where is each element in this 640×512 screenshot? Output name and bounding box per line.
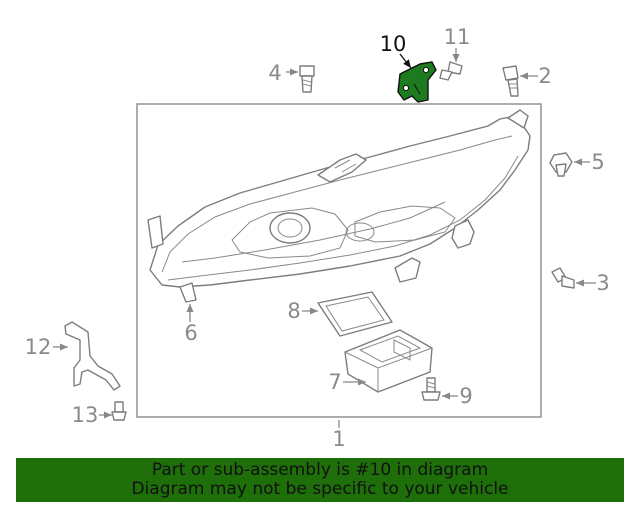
part-5-nut: [549, 152, 573, 177]
part-4-bolt: [299, 65, 315, 93]
leader-lines: [53, 48, 596, 428]
part-10-bracket-highlighted: [397, 61, 437, 103]
part-11-bolt: [439, 61, 463, 81]
part-8-gasket: [317, 291, 393, 337]
part-3-bolt: [551, 267, 575, 289]
part-12-bracket: [64, 321, 121, 391]
callout-11: 11: [444, 25, 471, 49]
callout-3: 3: [596, 271, 609, 295]
callout-13: 13: [72, 403, 99, 427]
part-7-module: [344, 329, 433, 393]
part-2-bolt: [502, 65, 519, 97]
part-9-bolt: [421, 377, 441, 401]
callout-7: 7: [328, 370, 341, 394]
callout-2: 2: [538, 64, 551, 88]
callout-12: 12: [25, 335, 52, 359]
callout-1: 1: [332, 427, 345, 451]
assembly-frame: [136, 103, 542, 418]
part-13-bolt: [111, 401, 127, 421]
callout-8: 8: [287, 299, 300, 323]
callout-5: 5: [591, 150, 604, 174]
callout-4: 4: [268, 61, 281, 85]
callout-6: 6: [184, 321, 197, 345]
banner-line-2: Diagram may not be specific to your vehi…: [131, 479, 509, 499]
info-banner: Part or sub-assembly is #10 in diagram D…: [16, 458, 624, 502]
callout-10-highlighted: 10: [380, 32, 407, 56]
callout-9: 9: [459, 384, 472, 408]
banner-line-1: Part or sub-assembly is #10 in diagram: [151, 460, 489, 480]
headlamp-housing: [147, 109, 531, 303]
